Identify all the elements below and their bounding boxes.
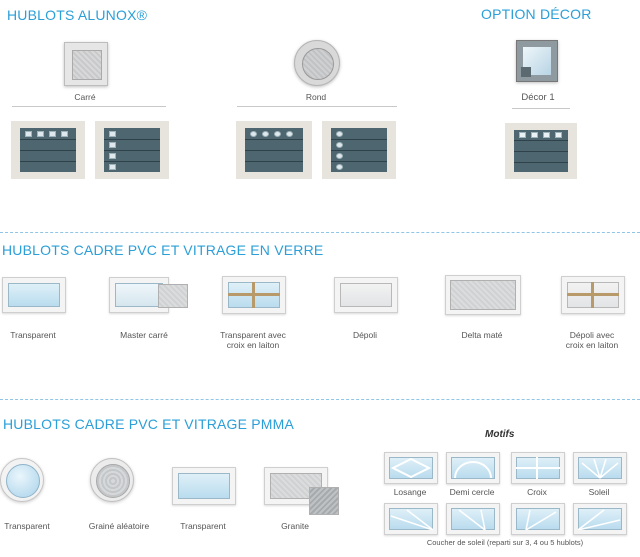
motif-coucher-soleil-image xyxy=(384,503,438,535)
motif-coucher-soleil-image xyxy=(446,503,500,535)
section-divider xyxy=(0,232,640,233)
pmma-graine-round-label: Grainé aléatoire xyxy=(88,521,150,531)
verre-transparent-image xyxy=(2,277,66,313)
pmma-granite-label: Granite xyxy=(281,521,309,531)
motif-demi-cercle-shape xyxy=(454,461,492,479)
verre-depoli-croix-label: Dépoli avec croix en laiton xyxy=(565,330,619,350)
carre-window-image xyxy=(64,42,108,86)
pmma-transparent-round-label: Transparent xyxy=(4,521,50,531)
motif-coucher-soleil-shape xyxy=(578,509,621,530)
motif-croix-image xyxy=(511,452,565,484)
motif-demi-cercle-image xyxy=(446,452,500,484)
motif-coucher-soleil-label: Coucher de soleil (reparti sur 3, 4 ou 5… xyxy=(426,538,584,547)
section-title-alunox: HUBLOTS ALUNOX® xyxy=(7,7,148,23)
garage-door-image xyxy=(505,123,577,179)
garage-door-image xyxy=(236,121,312,179)
motif-losange-image xyxy=(384,452,438,484)
garage-door-image xyxy=(95,121,169,179)
pmma-transparent-rect-image xyxy=(172,467,236,505)
pmma-graine-round-image xyxy=(90,458,134,502)
motif-losange-label: Losange xyxy=(393,487,427,497)
verre-transparent-croix-image xyxy=(222,276,286,314)
divider xyxy=(237,106,397,107)
section-divider xyxy=(0,399,640,400)
decor1-label: Décor 1 xyxy=(521,92,555,103)
verre-depoli-croix-image xyxy=(561,276,625,314)
verre-delta-mate-label: Delta maté xyxy=(461,330,503,340)
motif-coucher-soleil-shape xyxy=(390,509,433,530)
garage-door-image xyxy=(11,121,85,179)
pmma-granite-texture xyxy=(309,487,339,515)
section-title-pvc-pmma: HUBLOTS CADRE PVC ET VITRAGE PMMA xyxy=(3,416,295,432)
pmma-granite-image xyxy=(264,467,328,505)
verre-depoli-image xyxy=(334,277,398,313)
rond-window-image xyxy=(294,40,340,86)
verre-master-carre-texture xyxy=(158,284,188,308)
motif-soleil-image xyxy=(573,452,627,484)
garage-door-image xyxy=(322,121,396,179)
motif-coucher-soleil-shape xyxy=(458,509,486,530)
verre-depoli-label: Dépoli xyxy=(352,330,378,340)
section-title-decor: OPTION DÉCOR xyxy=(481,6,592,22)
verre-delta-mate-image xyxy=(445,275,521,315)
verre-transparent-label: Transparent xyxy=(10,330,56,340)
divider xyxy=(512,108,570,109)
rond-label: Rond xyxy=(305,92,327,102)
motif-losange-shape xyxy=(390,457,432,479)
pmma-transparent-rect-label: Transparent xyxy=(180,521,226,531)
motif-soleil-shape xyxy=(581,458,619,479)
pmma-transparent-round-image xyxy=(0,458,44,502)
verre-master-carre-label: Master carré xyxy=(120,330,168,340)
motif-coucher-soleil-image xyxy=(511,503,565,535)
carre-label: Carré xyxy=(74,92,96,102)
motif-coucher-soleil-shape xyxy=(525,509,557,530)
section-title-pvc-verre: HUBLOTS CADRE PVC ET VITRAGE EN VERRE xyxy=(2,242,324,258)
divider xyxy=(12,106,166,107)
motif-coucher-soleil-image xyxy=(573,503,627,535)
motif-demi-cercle-label: Demi cercle xyxy=(449,487,495,497)
verre-transparent-croix-label: Transparent avec croix en laiton xyxy=(220,330,286,350)
motif-soleil-label: Soleil xyxy=(588,487,610,497)
motif-croix-label: Croix xyxy=(527,487,547,497)
decor1-window-image xyxy=(516,40,558,82)
motifs-title: Motifs xyxy=(485,429,515,440)
